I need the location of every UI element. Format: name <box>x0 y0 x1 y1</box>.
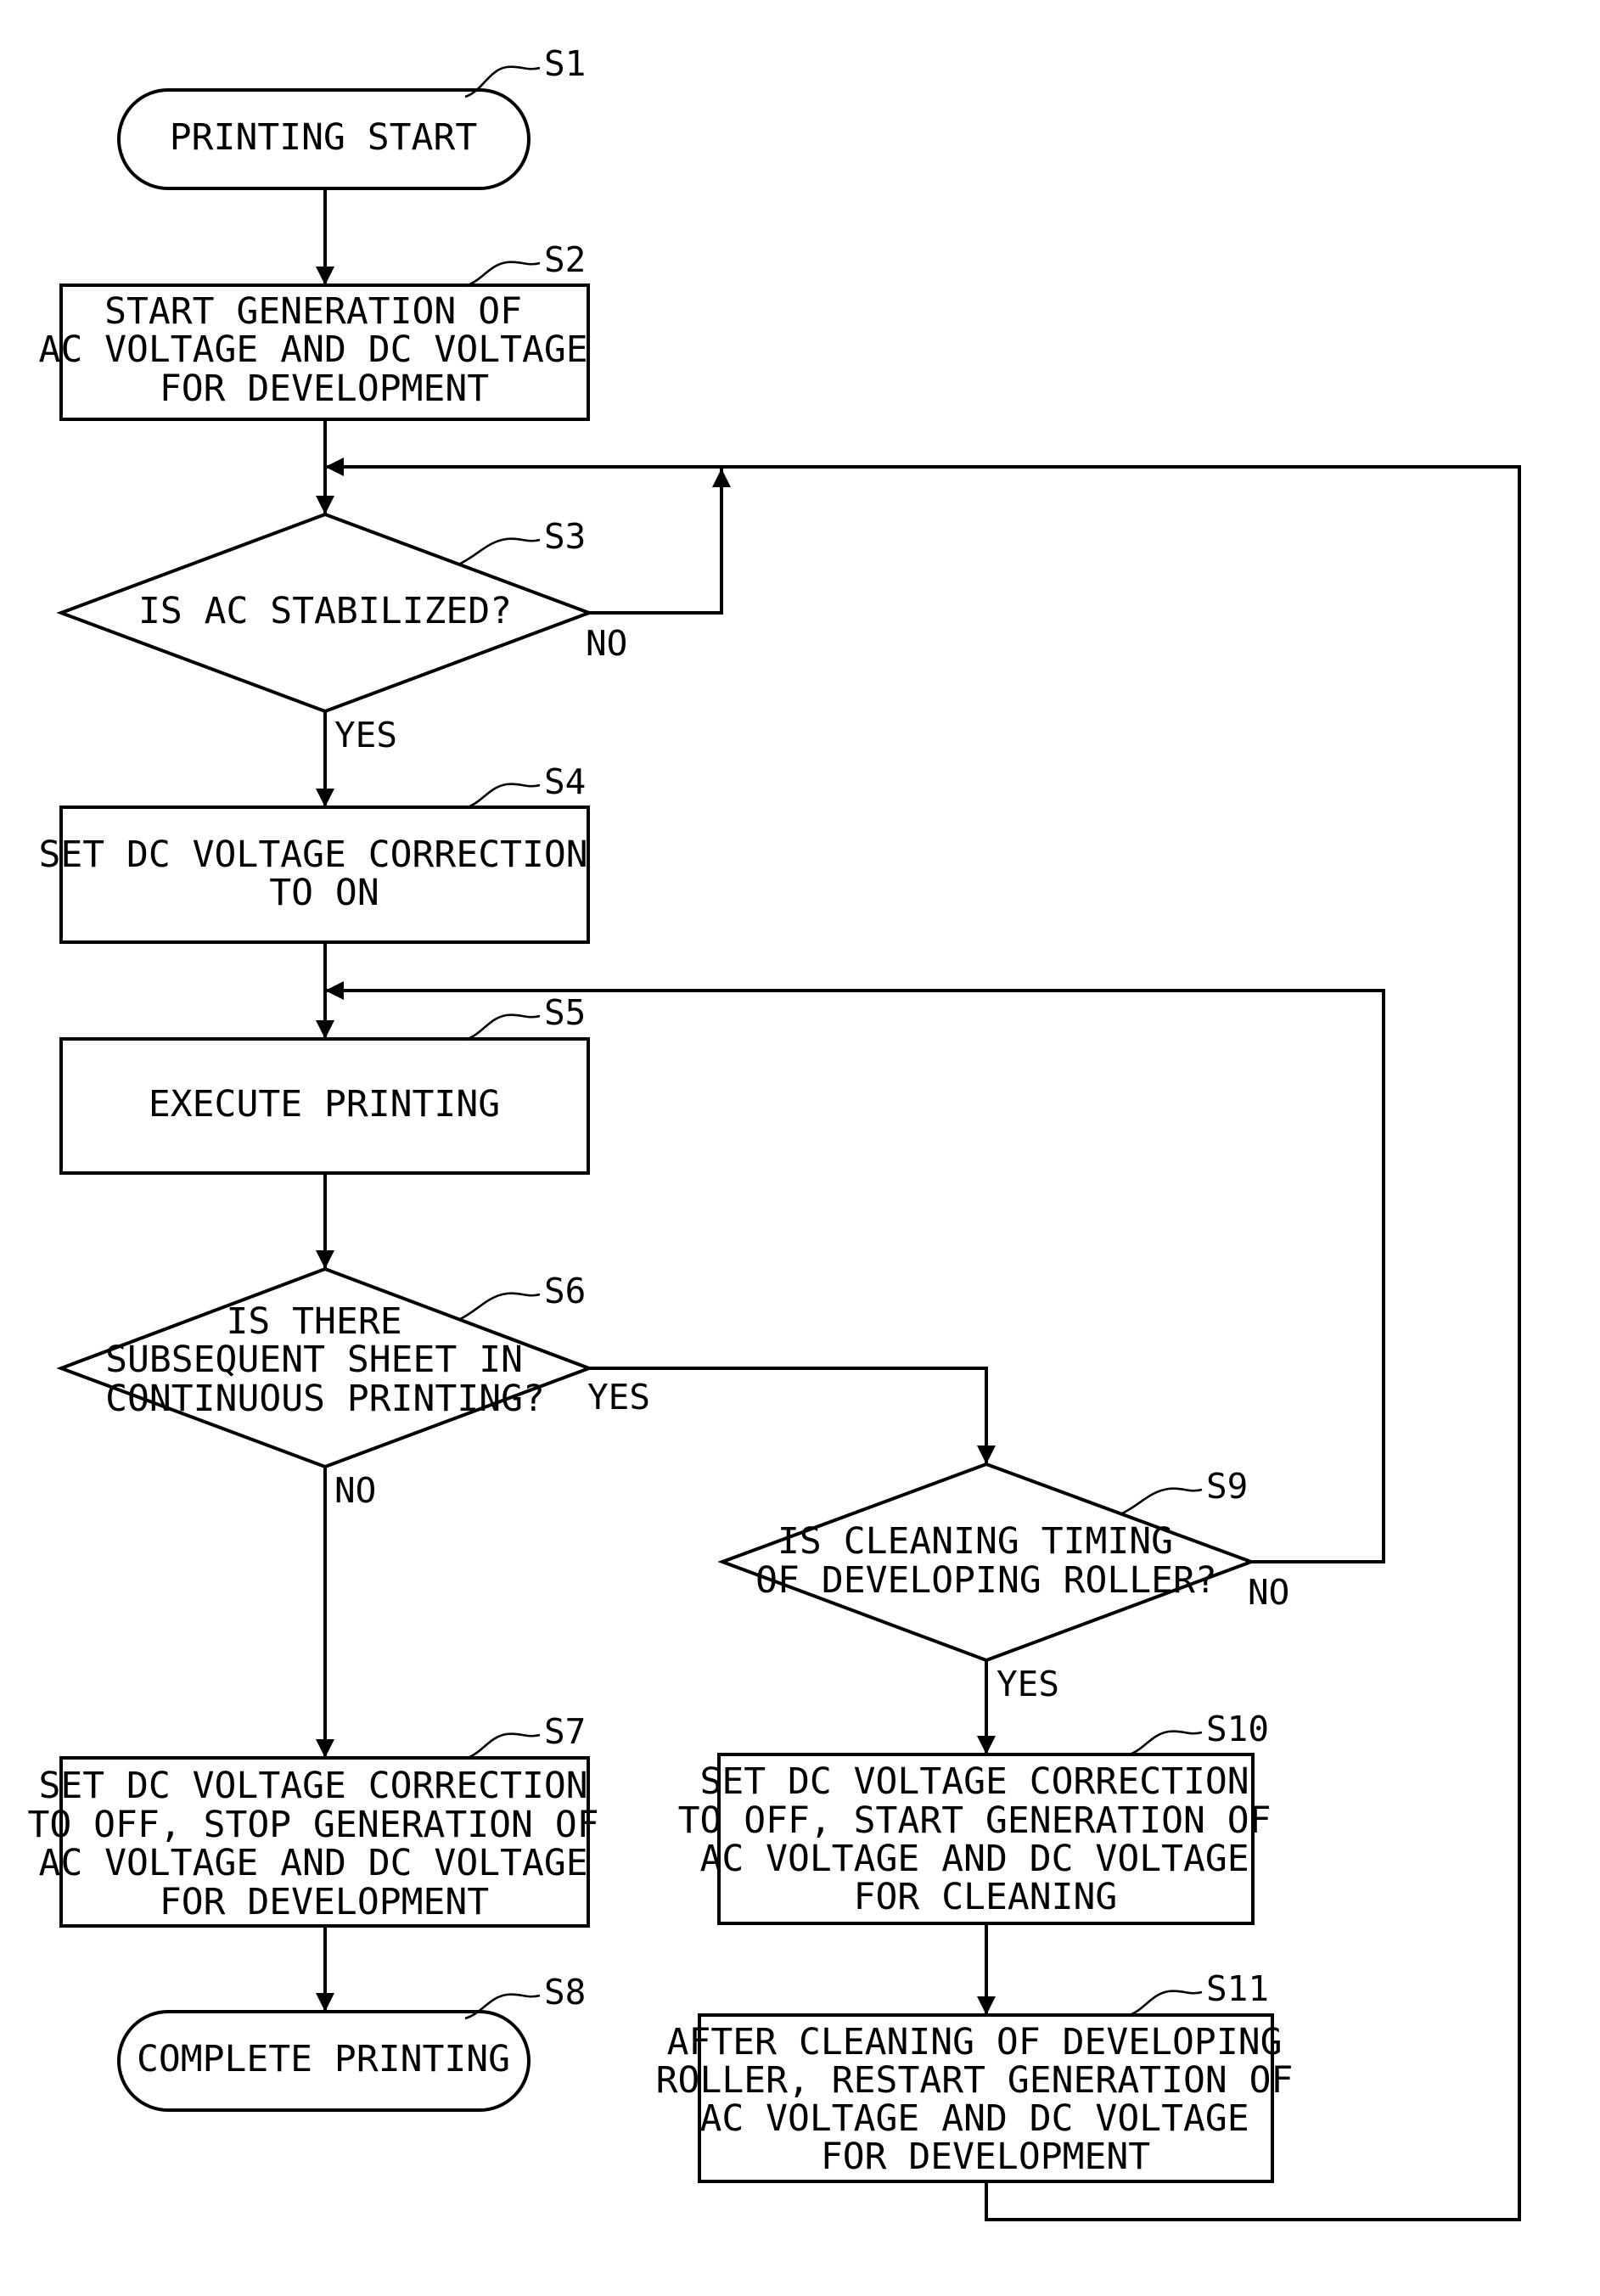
s6-yes-label: YES <box>587 1377 650 1417</box>
s6-no-label: NO <box>334 1470 376 1511</box>
leader-s11 <box>1127 1991 1202 2016</box>
node-s9: IS CLEANING TIMING OF DEVELOPING ROLLER? <box>722 1464 1251 1660</box>
node-s10: SET DC VOLTAGE CORRECTION TO OFF, START … <box>678 1754 1294 1923</box>
node-s7: SET DC VOLTAGE CORRECTION TO OFF, STOP G… <box>28 1758 621 1926</box>
step-label-s3: S3 <box>544 516 586 557</box>
leader-s9 <box>1120 1489 1202 1514</box>
node-s8-text: COMPLETE PRINTING <box>137 2038 510 2080</box>
s9-no-label: NO <box>1248 1572 1289 1613</box>
node-s6: IS THERE SUBSEQUENT SHEET IN CONTINUOUS … <box>61 1269 589 1467</box>
node-s1-text: PRINTING START <box>170 116 477 159</box>
node-s3-text: IS AC STABILIZED? <box>138 590 512 632</box>
step-labels: S1 S2 S3 S4 S5 S6 S7 S8 S9 S10 S11 <box>544 43 1269 2013</box>
step-label-s1: S1 <box>544 43 586 84</box>
node-s9-text: IS CLEANING TIMING OF DEVELOPING ROLLER? <box>755 1520 1217 1602</box>
leader-s5 <box>465 1015 540 1040</box>
leader-s10 <box>1127 1732 1202 1755</box>
node-s5: EXECUTE PRINTING <box>61 1039 588 1173</box>
step-label-s6: S6 <box>544 1271 586 1311</box>
node-s11: AFTER CLEANING OF DEVELOPING ROLLER, RES… <box>656 2015 1316 2181</box>
leader-s2 <box>465 262 540 286</box>
step-label-s2: S2 <box>544 239 586 280</box>
node-s2: START GENERATION OF AC VOLTAGE AND DC VO… <box>38 285 609 419</box>
arrow-s3-no-loop <box>589 469 721 613</box>
step-label-s9: S9 <box>1206 1466 1248 1507</box>
step-label-s8: S8 <box>544 1972 586 2013</box>
node-s6-text: IS THERE SUBSEQUENT SHEET IN CONTINUOUS … <box>105 1300 545 1420</box>
leader-s6 <box>458 1294 540 1320</box>
s3-no-label: NO <box>586 623 627 664</box>
node-s5-text: EXECUTE PRINTING <box>149 1083 500 1126</box>
s3-yes-label: YES <box>334 715 397 755</box>
node-s8: COMPLETE PRINTING <box>119 2012 529 2110</box>
step-label-s10: S10 <box>1206 1709 1269 1749</box>
leader-s7 <box>465 1734 540 1759</box>
s9-yes-label: YES <box>996 1664 1059 1704</box>
step-label-s7: S7 <box>544 1711 586 1752</box>
node-s3: IS AC STABILIZED? <box>61 514 589 711</box>
step-label-s11: S11 <box>1206 1968 1269 2009</box>
leader-s3 <box>458 539 540 564</box>
step-label-s4: S4 <box>544 761 586 802</box>
leader-s4 <box>465 784 540 808</box>
node-s1: PRINTING START <box>119 90 529 188</box>
node-s4: SET DC VOLTAGE CORRECTION TO ON <box>38 807 609 942</box>
step-label-s5: S5 <box>544 992 586 1033</box>
